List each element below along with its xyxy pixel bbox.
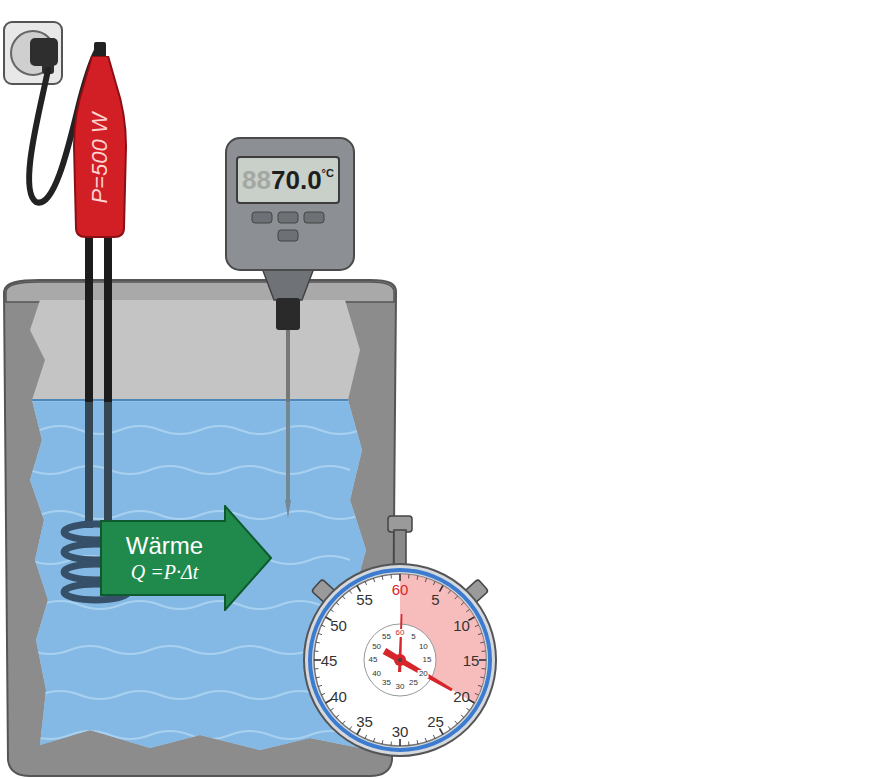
dial-tick [461,602,464,605]
dial-tick [482,668,486,669]
dial-number: 45 [321,653,338,668]
heat-formula: Q =P·Δt [131,560,198,584]
wall-socket [4,22,62,84]
dial-number: 10 [453,617,470,632]
dial-tick [408,742,409,746]
small-dial-number: 50 [371,643,382,651]
small-dial-number: 25 [408,679,419,687]
dial-number: 55 [356,591,373,606]
dial-tick [425,738,426,742]
dial-tick [357,728,361,734]
dial-tick [330,708,333,710]
dial-number: 20 [453,688,470,703]
small-dial-number: 30 [395,683,406,691]
temperature-reading: 70.0 [271,167,322,193]
dial-tick [365,735,367,739]
dial-tick [382,576,384,580]
dial-tick [466,708,469,710]
dial-tick [480,642,484,644]
dial-tick [365,581,367,585]
dial-tick [440,586,444,592]
dial-tick [330,609,333,611]
dial-tick [480,677,484,679]
dial-tick [314,659,321,661]
small-dial-number: 5 [410,633,416,641]
dial-tick [314,668,318,669]
heat-arrow: WärmeQ =P·Δt [100,505,272,611]
dial-number: 25 [427,714,444,729]
dial-tick [314,651,318,652]
dial-tick [478,633,482,634]
dial-tick [478,685,482,686]
heater-handle: P=500 W [72,56,128,238]
dial-tick [417,576,419,580]
dial-tick [399,574,401,581]
unit-label: °C [322,168,334,179]
dial-tick [349,590,351,593]
dial-tick [425,578,426,582]
dial-number: 15 [463,653,480,668]
heater-handle-body [74,56,126,237]
small-dial-number: 20 [418,670,429,678]
dial-tick [455,596,458,599]
beaker-rim [6,282,394,302]
dial-tick [342,596,345,599]
dial-tick [391,574,392,578]
dial-tick [316,677,320,679]
dial-number: 35 [356,714,373,729]
dial-tick [318,633,322,634]
dial-tick [342,721,345,724]
dial-tick [433,581,435,585]
dial-tick [475,693,479,695]
small-dial-number: 35 [381,679,392,687]
small-dial-number: 40 [371,670,382,678]
dial-tick [466,609,469,611]
dial-tick [373,578,374,582]
power-label: P=500 W [87,112,113,203]
dial-tick [408,574,409,578]
dial-tick [475,625,479,627]
arrow-body [101,506,271,610]
dial-tick [336,602,339,605]
dial-tick [482,651,486,652]
dial-tick [455,721,458,724]
dial-tick [399,739,401,746]
small-dial-number: 55 [381,633,392,641]
dial-tick [417,740,419,744]
stopwatch [304,516,496,756]
dial-tick [448,726,450,729]
thermometer-display: 8870.0°C [236,156,340,204]
dial-tick [461,715,464,718]
dial-number: 50 [330,617,347,632]
dial-tick [440,728,444,734]
dial-tick [373,738,374,742]
dial-tick [448,590,450,593]
dial-tick [391,742,392,746]
dial-tick [318,685,322,686]
dial-number: 60 [392,582,409,597]
dial-tick [479,659,486,661]
dial-tick [349,726,351,729]
dial-number: 30 [392,724,409,739]
dial-tick [321,625,325,627]
inactive-digits: 88 [242,167,271,193]
heat-label: Wärme [126,532,203,561]
water-surface [20,399,380,401]
dial-tick [382,740,384,744]
small-dial-number: 10 [418,643,429,651]
dial-tick [321,693,325,695]
dial-tick [433,735,435,739]
dial-number: 5 [431,591,439,606]
small-dial-number: 60 [395,629,406,637]
small-dial-number: 45 [368,656,379,664]
display-row: 8870.0°C [242,167,334,193]
dial-number: 40 [330,688,347,703]
small-dial-number: 15 [422,656,433,664]
dial-tick [336,715,339,718]
dial-tick [316,642,320,644]
arrow-text: WärmeQ =P·Δt [104,521,225,595]
